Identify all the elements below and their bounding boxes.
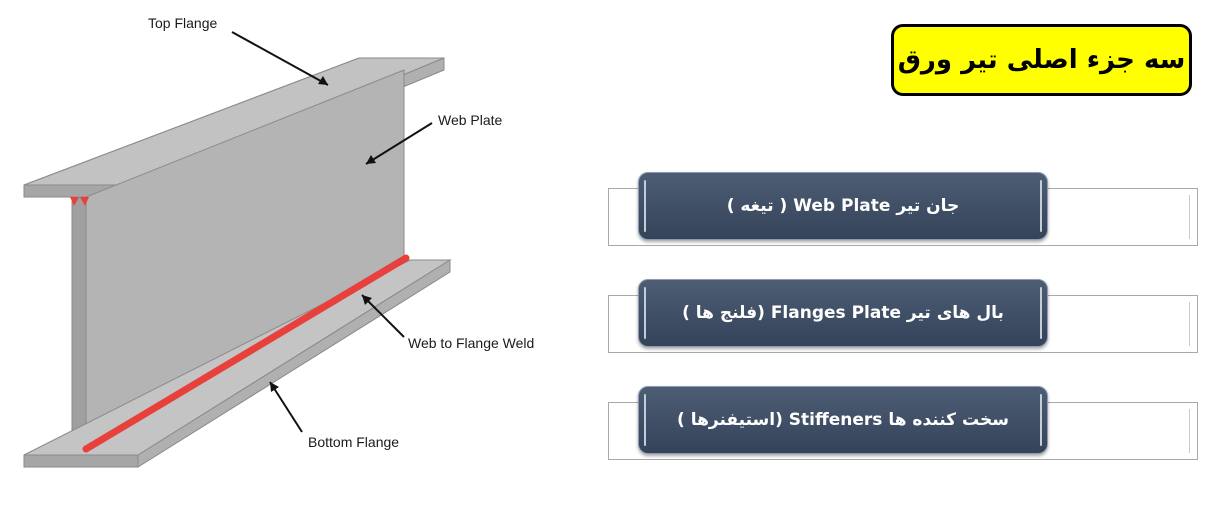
component-pill-flanges: بال های تیر Flanges Plate (فلنج ها ) [638, 279, 1048, 347]
label-bottom-flange: Bottom Flange [308, 434, 399, 450]
plate-girder-diagram: Top Flange Web Plate Web to Flange Weld … [23, 15, 534, 468]
label-weld: Web to Flange Weld [408, 335, 534, 351]
bottom-flange-front-face [23, 454, 139, 468]
label-top-flange: Top Flange [148, 15, 217, 31]
top-weld-right [80, 197, 89, 206]
component-label: بال های تیر Flanges Plate (فلنج ها ) [682, 303, 1004, 323]
component-pill-stiffeners: سخت کننده ها Stiffeners (استیفنرها ) [638, 386, 1048, 454]
top-weld-left [70, 197, 79, 206]
label-web-plate: Web Plate [438, 112, 503, 128]
leader-weld [361, 294, 405, 338]
web-plate-edge [71, 196, 87, 446]
bottom-flange-side-face [137, 259, 451, 468]
component-pill-web-plate: جان تیر Web Plate ( تیغه ) [638, 172, 1048, 240]
title-text: سه جزء اصلی تیر ورق [897, 45, 1186, 75]
component-label: جان تیر Web Plate ( تیغه ) [726, 196, 960, 216]
leader-bottom-flange [269, 381, 303, 433]
leader-web-plate [365, 122, 433, 165]
title-box: سه جزء اصلی تیر ورق [891, 24, 1192, 96]
web-to-flange-weld [82, 254, 410, 453]
component-row-stiffeners: سخت کننده ها Stiffeners (استیفنرها ) [608, 386, 1198, 460]
component-label: سخت کننده ها Stiffeners (استیفنرها ) [677, 410, 1009, 430]
leader-top-flange [231, 31, 329, 86]
component-row-flanges: بال های تیر Flanges Plate (فلنج ها ) [608, 279, 1198, 353]
component-row-web-plate: جان تیر Web Plate ( تیغه ) [608, 172, 1198, 246]
